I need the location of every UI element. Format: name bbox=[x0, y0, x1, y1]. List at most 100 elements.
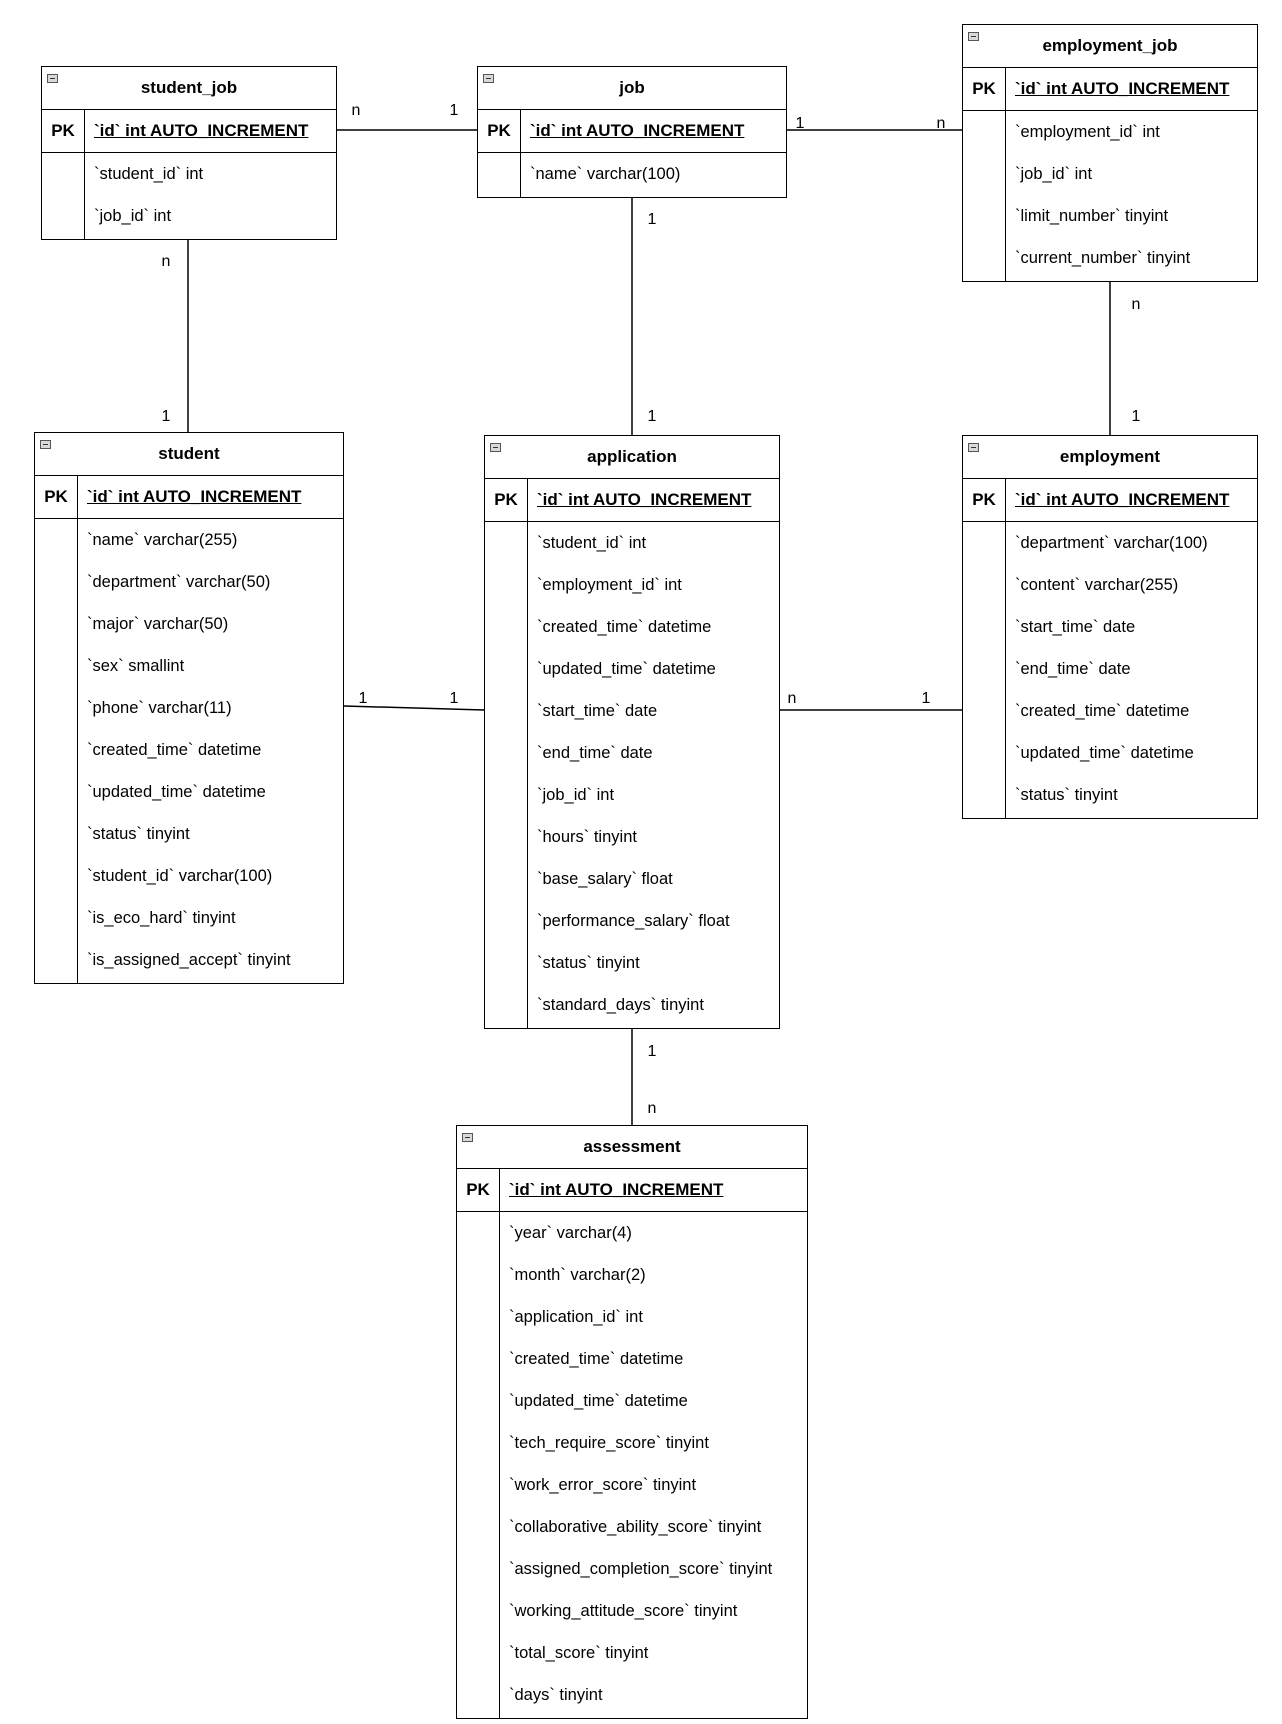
entity-application[interactable]: application PK `id` int AUTO_INCREMENT `… bbox=[484, 435, 780, 1029]
cardinality-label-from: 1 bbox=[796, 115, 805, 132]
cardinality-label-to: n bbox=[937, 115, 946, 132]
field: `department` varchar(50) bbox=[87, 573, 271, 591]
entity-header: student bbox=[35, 433, 343, 476]
field: `sex` smallint bbox=[87, 657, 185, 675]
field: `name` varchar(255) bbox=[87, 531, 238, 549]
collapse-icon[interactable] bbox=[483, 74, 494, 83]
field: `current_number` tinyint bbox=[1015, 249, 1191, 267]
field-list: `employment_id` int `job_id` int `limit_… bbox=[1006, 111, 1257, 281]
entity-header: job bbox=[478, 67, 786, 110]
field: `start_time` date bbox=[1015, 618, 1136, 636]
cardinality-label-to: 1 bbox=[162, 408, 171, 425]
entity-header: employment bbox=[963, 436, 1257, 479]
key-gutter bbox=[963, 111, 1006, 281]
field: `collaborative_ability_score` tinyint bbox=[509, 1518, 762, 1536]
primary-key-row: PK `id` int AUTO_INCREMENT bbox=[485, 479, 779, 522]
pk-label: PK bbox=[35, 476, 78, 518]
entity-title: student bbox=[158, 444, 220, 463]
field: `days` tinyint bbox=[509, 1686, 603, 1704]
entity-assessment[interactable]: assessment PK `id` int AUTO_INCREMENT `y… bbox=[456, 1125, 808, 1719]
pk-field: `id` int AUTO_INCREMENT bbox=[1015, 79, 1230, 98]
primary-key-row: PK `id` int AUTO_INCREMENT bbox=[478, 110, 786, 153]
pk-field: `id` int AUTO_INCREMENT bbox=[87, 487, 302, 506]
key-gutter bbox=[485, 522, 528, 1028]
primary-key-row: PK `id` int AUTO_INCREMENT bbox=[42, 110, 336, 153]
entity-employment-job[interactable]: employment_job PK `id` int AUTO_INCREMEN… bbox=[962, 24, 1258, 282]
cardinality-label-from: 1 bbox=[359, 690, 368, 707]
field: `status` tinyint bbox=[537, 954, 640, 972]
field: `job_id` int bbox=[94, 207, 172, 225]
primary-key-row: PK `id` int AUTO_INCREMENT bbox=[35, 476, 343, 519]
field: `work_error_score` tinyint bbox=[509, 1476, 697, 1494]
entity-title: student_job bbox=[140, 78, 238, 97]
pk-label: PK bbox=[963, 479, 1006, 521]
field: `student_id` int bbox=[94, 165, 204, 183]
relation-line-student-application bbox=[343, 705, 485, 711]
entity-student[interactable]: student PK `id` int AUTO_INCREMENT `name… bbox=[34, 432, 344, 984]
collapse-icon[interactable] bbox=[40, 440, 51, 449]
field: `working_attitude_score` tinyint bbox=[509, 1602, 738, 1620]
key-gutter bbox=[35, 519, 78, 983]
field: `standard_days` tinyint bbox=[537, 996, 704, 1014]
pk-label: PK bbox=[485, 479, 528, 521]
primary-key-row: PK `id` int AUTO_INCREMENT bbox=[963, 479, 1257, 522]
field: `limit_number` tinyint bbox=[1015, 207, 1169, 225]
entity-header: employment_job bbox=[963, 25, 1257, 68]
cardinality-label-from: n bbox=[1132, 296, 1141, 313]
pk-field: `id` int AUTO_INCREMENT bbox=[1015, 490, 1230, 509]
primary-key-row: PK `id` int AUTO_INCREMENT bbox=[963, 68, 1257, 111]
collapse-icon[interactable] bbox=[47, 74, 58, 83]
field: `student_id` int bbox=[537, 534, 647, 552]
entity-student-job[interactable]: student_job PK `id` int AUTO_INCREMENT `… bbox=[41, 66, 337, 240]
cardinality-label-to: 1 bbox=[922, 690, 931, 707]
field: `employment_id` int bbox=[1015, 123, 1160, 141]
field: `updated_time` datetime bbox=[509, 1392, 688, 1410]
collapse-icon[interactable] bbox=[968, 32, 979, 41]
field: `content` varchar(255) bbox=[1015, 576, 1179, 594]
collapse-icon[interactable] bbox=[968, 443, 979, 452]
pk-field: `id` int AUTO_INCREMENT bbox=[537, 490, 752, 509]
pk-label: PK bbox=[457, 1169, 500, 1211]
entity-employment[interactable]: employment PK `id` int AUTO_INCREMENT `d… bbox=[962, 435, 1258, 819]
pk-field: `id` int AUTO_INCREMENT bbox=[94, 121, 309, 140]
field: `base_salary` float bbox=[537, 870, 673, 888]
entity-title: employment bbox=[1059, 447, 1161, 466]
field: `created_time` datetime bbox=[1015, 702, 1190, 720]
pk-field: `id` int AUTO_INCREMENT bbox=[530, 121, 745, 140]
cardinality-label-from: n bbox=[162, 253, 171, 270]
field: `is_assigned_accept` tinyint bbox=[87, 951, 291, 969]
field: `updated_time` datetime bbox=[537, 660, 716, 678]
collapse-icon[interactable] bbox=[490, 443, 501, 452]
field: `total_score` tinyint bbox=[509, 1644, 649, 1662]
field-list: `name` varchar(100) bbox=[521, 153, 786, 197]
cardinality-label-from: 1 bbox=[648, 1043, 657, 1060]
field: `performance_salary` float bbox=[537, 912, 730, 930]
entity-header: assessment bbox=[457, 1126, 807, 1169]
field: `tech_require_score` tinyint bbox=[509, 1434, 709, 1452]
entity-header: application bbox=[485, 436, 779, 479]
field: `created_time` datetime bbox=[509, 1350, 684, 1368]
field: `student_id` varchar(100) bbox=[87, 867, 273, 885]
entity-title: assessment bbox=[583, 1137, 681, 1156]
field: `updated_time` datetime bbox=[87, 783, 266, 801]
key-gutter bbox=[42, 153, 85, 239]
field-list: `student_id` int `employment_id` int `cr… bbox=[528, 522, 779, 1028]
field: `job_id` int bbox=[1015, 165, 1093, 183]
field: `end_time` date bbox=[537, 744, 653, 762]
cardinality-label-from: n bbox=[788, 690, 797, 707]
pk-field: `id` int AUTO_INCREMENT bbox=[509, 1180, 724, 1199]
collapse-icon[interactable] bbox=[462, 1133, 473, 1142]
cardinality-label-to: n bbox=[648, 1100, 657, 1117]
field: `is_eco_hard` tinyint bbox=[87, 909, 236, 927]
entity-header: student_job bbox=[42, 67, 336, 110]
key-gutter bbox=[457, 1212, 500, 1718]
field-list: `department` varchar(100) `content` varc… bbox=[1006, 522, 1257, 818]
cardinality-label-to: 1 bbox=[648, 408, 657, 425]
field: `year` varchar(4) bbox=[509, 1224, 632, 1242]
field: `employment_id` int bbox=[537, 576, 682, 594]
field: `application_id` int bbox=[509, 1308, 643, 1326]
entity-job[interactable]: job PK `id` int AUTO_INCREMENT `name` va… bbox=[477, 66, 787, 198]
primary-key-row: PK `id` int AUTO_INCREMENT bbox=[457, 1169, 807, 1212]
key-gutter bbox=[963, 522, 1006, 818]
